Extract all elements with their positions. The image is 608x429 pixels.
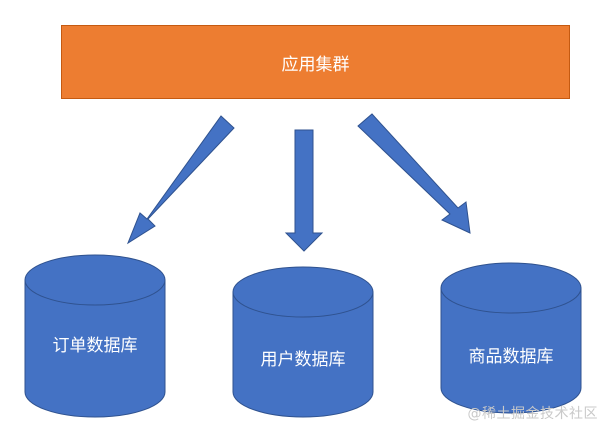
arrow-center — [284, 129, 324, 252]
database-label-users: 用户数据库 — [260, 350, 346, 370]
database-cylinder-products — [440, 262, 582, 414]
app-cluster-box: 应用集群 — [61, 25, 570, 99]
database-cylinder-orders — [24, 254, 166, 418]
database-cylinder-users — [232, 266, 374, 418]
arrow-left — [126, 115, 235, 245]
database-label-orders: 订单数据库 — [52, 336, 138, 356]
app-cluster-label: 应用集群 — [281, 54, 350, 75]
watermark-text: @稀土掘金技术社区 — [467, 406, 598, 422]
database-label-products: 商品数据库 — [468, 347, 554, 367]
arrow-right — [357, 113, 471, 234]
